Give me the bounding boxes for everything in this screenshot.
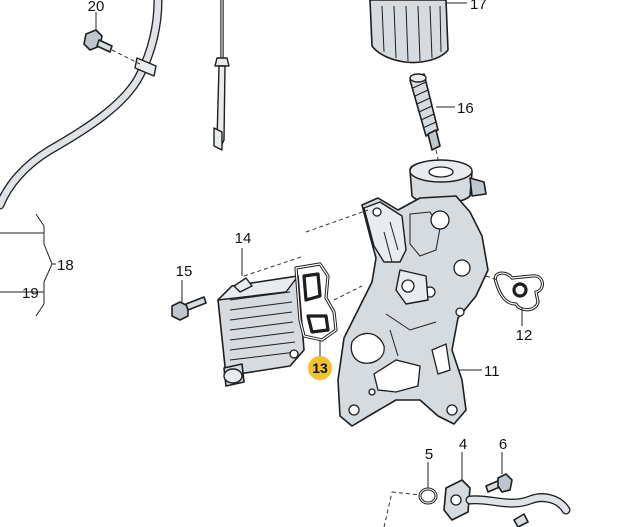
label-13: 13: [312, 360, 328, 376]
assembly-line-5: [391, 491, 421, 496]
assembly-line-14: [243, 255, 305, 277]
assembly-line-20: [111, 49, 141, 65]
label-16: 16: [457, 100, 474, 117]
label-19: 19: [22, 285, 39, 302]
label-17: 17: [470, 0, 487, 13]
gasket-12: [493, 271, 544, 312]
oil-filter-housing: [337, 159, 489, 427]
label-6: 6: [499, 436, 507, 453]
oil-dipstick: [213, 0, 230, 151]
label-12: 12: [516, 327, 533, 344]
bolt-15: [171, 296, 207, 321]
label-5: 5: [425, 446, 433, 463]
assembly-line-13: [333, 285, 363, 301]
label-11: 11: [484, 363, 500, 380]
bolt-20: [83, 29, 113, 53]
label-4: 4: [459, 436, 467, 453]
assembly-line-lower: [383, 491, 393, 527]
label-20: 20: [88, 0, 105, 15]
oil-cooler: [217, 275, 305, 387]
assembly-line-12: [485, 275, 499, 281]
oil-filter-canister: [369, 0, 449, 64]
bolt-6: [485, 473, 513, 493]
label-group-18-19: [0, 213, 56, 317]
label-15: 15: [176, 263, 193, 280]
filter-standpipe: [409, 73, 441, 151]
label-14: 14: [235, 230, 252, 247]
gasket-13: [294, 262, 338, 342]
label-18: 18: [57, 257, 74, 274]
dipstick-tube: [0, 0, 163, 210]
assembly-line-housing: [305, 209, 369, 233]
highlight-badge-13: [308, 356, 332, 380]
o-ring-5: [418, 487, 438, 505]
